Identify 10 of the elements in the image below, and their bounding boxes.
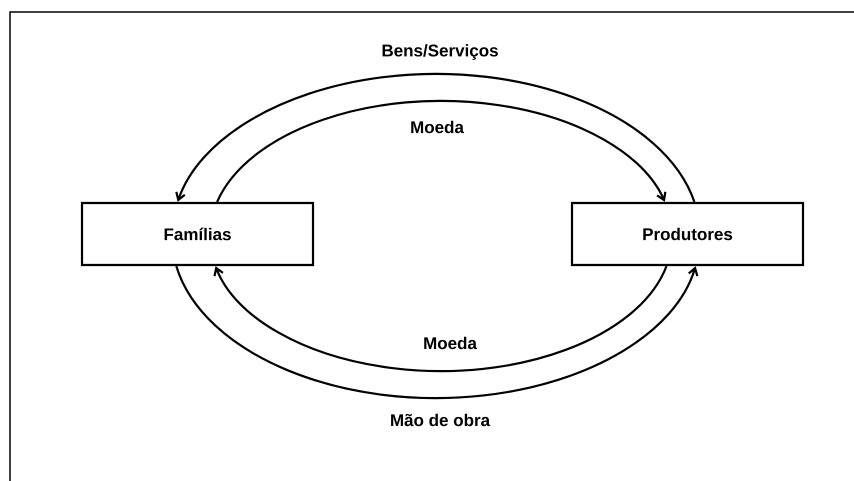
- edge-label: Moeda: [424, 336, 478, 350]
- process-box: Produtores: [570, 202, 804, 266]
- process-box: Famílias: [80, 202, 314, 266]
- arrow: [213, 266, 668, 372]
- arrow: [175, 266, 698, 399]
- arrow: [216, 100, 666, 202]
- edge-label: Mão de obra: [391, 414, 490, 426]
- arrow: [175, 73, 696, 202]
- edge-label: Bens/Serviços: [382, 44, 498, 60]
- edge-label: Moeda: [411, 120, 464, 134]
